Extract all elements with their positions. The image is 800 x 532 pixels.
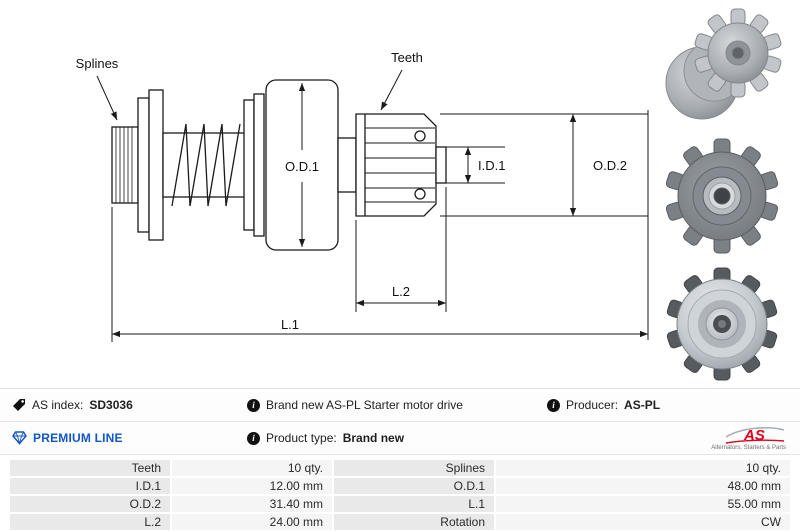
info-row-1: AS index: SD3036 i Brand new AS-PL Start…	[0, 389, 800, 422]
tag-icon	[13, 399, 25, 411]
od1-label: O.D.1	[285, 159, 319, 174]
spec-value: 10 qty.	[496, 460, 790, 476]
aspl-logo-mark: AS	[725, 427, 785, 444]
product-photo-angled	[650, 8, 795, 128]
pinion-angled-image	[665, 8, 783, 120]
spec-label: L.1	[334, 496, 494, 512]
description-text: Brand new AS-PL Starter motor drive	[266, 398, 463, 412]
as-index-label: AS index:	[32, 398, 84, 412]
producer-label: Producer:	[566, 398, 619, 412]
spec-label: Rotation	[334, 514, 494, 530]
spec-label: L.2	[10, 514, 170, 530]
spec-label: O.D.1	[334, 478, 494, 494]
product-photo-front	[650, 136, 795, 256]
spec-label: Teeth	[10, 460, 170, 476]
id1-label: I.D.1	[478, 158, 505, 173]
info-bar: AS index: SD3036 i Brand new AS-PL Start…	[0, 388, 800, 455]
starter-drive-diagram: Splines Teeth O.D.1 I.D.1 O.D.2 L.2 L.1	[76, 50, 649, 342]
splines-label: Splines	[76, 56, 119, 71]
product-type-cell: i Product type: Brand new	[235, 431, 535, 445]
spec-label: O.D.2	[10, 496, 170, 512]
spec-value: 10 qty.	[172, 460, 332, 476]
product-type-label: Product type:	[266, 431, 337, 445]
pinion-back-image	[665, 267, 779, 381]
spec-value: 48.00 mm	[496, 478, 790, 494]
spec-label: Splines	[334, 460, 494, 476]
spec-value: 31.40 mm	[172, 496, 332, 512]
info-row-2: PREMIUM LINE i Product type: Brand new A…	[0, 422, 800, 455]
description-cell: i Brand new AS-PL Starter motor drive	[235, 398, 535, 412]
as-index-cell: AS index: SD3036	[0, 398, 235, 412]
producer-cell: i Producer: AS-PL	[535, 398, 800, 412]
premium-line-label: PREMIUM LINE	[33, 431, 123, 445]
as-index-value: SD3036	[89, 398, 133, 412]
technical-drawing: Splines Teeth O.D.1 I.D.1 O.D.2 L.2 L.1	[76, 50, 649, 342]
diamond-icon	[12, 431, 27, 445]
info-icon: i	[547, 398, 560, 412]
product-photo-back	[650, 264, 795, 384]
spec-table: Teeth 10 qty. Splines 10 qty. I.D.1 12.0…	[10, 460, 790, 530]
l2-label: L.2	[392, 284, 410, 299]
producer-value: AS-PL	[624, 398, 661, 412]
premium-line-cell: PREMIUM LINE	[0, 431, 235, 445]
part-outline	[111, 79, 447, 251]
spec-value: 12.00 mm	[172, 478, 332, 494]
od2-label: O.D.2	[593, 158, 627, 173]
aspl-logo-tagline: Alternators, Starters & Parts	[711, 445, 786, 451]
spec-value: 24.00 mm	[172, 514, 332, 530]
info-icon: i	[247, 398, 260, 412]
spec-label: I.D.1	[10, 478, 170, 494]
spec-value: CW	[496, 514, 790, 530]
teeth-label: Teeth	[391, 50, 423, 65]
info-icon: i	[247, 431, 260, 445]
dimension-lines	[96, 69, 649, 342]
spec-value: 55.00 mm	[496, 496, 790, 512]
l1-label: L.1	[281, 317, 299, 332]
aspl-logo: AS Alternators, Starters & Parts	[711, 425, 786, 451]
product-type-value: Brand new	[342, 431, 405, 445]
brand-logo-cell: AS Alternators, Starters & Parts	[535, 425, 800, 451]
pinion-front-image	[664, 138, 780, 254]
product-photos	[650, 8, 795, 384]
